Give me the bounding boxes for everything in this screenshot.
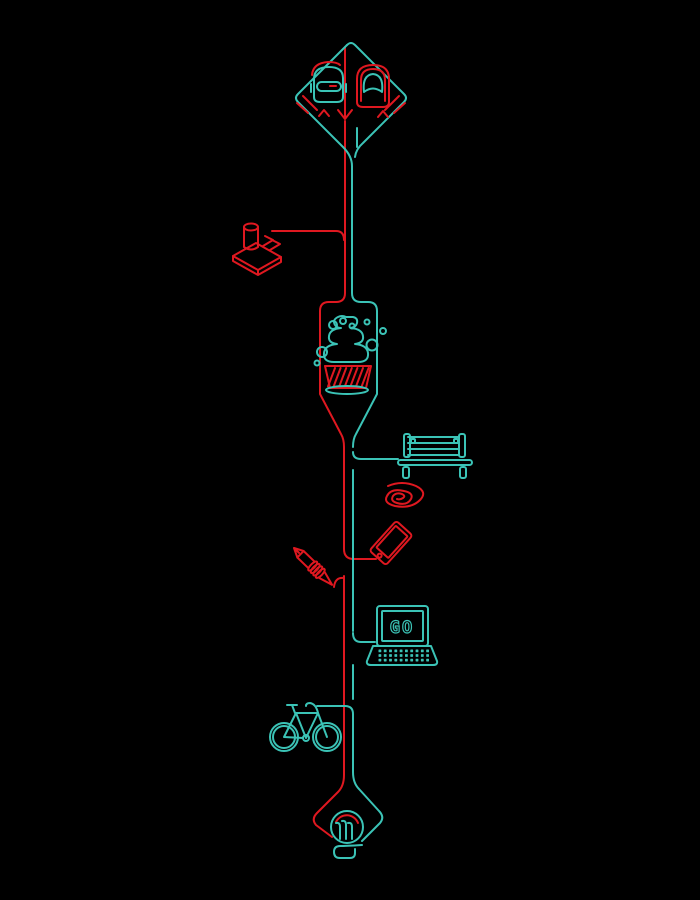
stamp-cylinder-icon: [232, 222, 282, 276]
laptop-screen-text: GO: [390, 618, 414, 638]
red-spine-upper: [319, 120, 377, 560]
laptop-keyboard: [365, 645, 439, 666]
helmet-right-visor: [362, 73, 384, 93]
phone-body: [369, 521, 413, 565]
stamp-branch: [271, 230, 345, 241]
soft-serve-ice-cream-icon: [313, 315, 387, 395]
fountain-pen-icon: [293, 547, 334, 586]
bulb-red-arc: [335, 814, 359, 824]
bike-frame: [283, 712, 328, 739]
tornado-spiral: [385, 482, 425, 508]
down-arrow-head: [337, 109, 353, 120]
robot-helmets-sign-icon: [296, 61, 406, 118]
laptop-keys: [378, 649, 429, 662]
bulb-base: [333, 844, 363, 859]
pen-body: [296, 550, 316, 569]
pen-nib: [293, 547, 305, 559]
pen-branch: [333, 576, 345, 588]
laptop-screen-inner: [381, 610, 424, 642]
red-spine-lower: [312, 575, 345, 838]
bench-branch: [352, 451, 399, 460]
helmet-left-crown: [311, 61, 341, 76]
bench-slats: [407, 436, 460, 456]
bench-seat-bar: [397, 459, 473, 466]
bench-leg-right: [459, 466, 467, 479]
bike-branch-and-spine-lower: [316, 705, 384, 842]
laptop-icon: GO: [365, 605, 439, 666]
pen-tail: [318, 571, 334, 586]
stamp-plate-side: [232, 255, 282, 276]
cup-hatch: [327, 367, 370, 388]
stamp-cylinder-top: [243, 222, 259, 232]
laptop-branch: [352, 632, 376, 643]
pen-coil-4: [314, 567, 326, 579]
sign-chevrons: [296, 95, 406, 118]
bench-post-right: [458, 433, 466, 458]
sign-right-edge: [346, 42, 407, 158]
stamp-cylinder-body: [243, 226, 259, 251]
bench-leg-left: [402, 466, 410, 479]
helmet-left-visor: [316, 81, 342, 92]
bike-seat: [286, 704, 298, 714]
helmet-right-inner: [360, 68, 386, 102]
park-bench-icon: [397, 433, 473, 479]
main-line-teal: [295, 42, 407, 842]
bike-front-wheel: [312, 722, 342, 752]
bike-front-rim: [315, 725, 339, 749]
main-line-red: [271, 46, 377, 838]
bubbles: [313, 317, 387, 367]
bench-knob-left: [410, 438, 416, 444]
bulb-filament: [335, 819, 353, 840]
bike-handlebar: [305, 702, 319, 714]
helmet-left-shell: [313, 66, 344, 103]
bicycle-icon: [269, 702, 342, 752]
smartphone-tornado-icon: [369, 482, 425, 565]
bulb-glass: [330, 810, 364, 844]
bench-knob-right: [453, 438, 459, 444]
phone-home-button: [376, 552, 383, 559]
cup-rim: [325, 385, 369, 395]
light-bulb-icon: [330, 810, 364, 859]
stamp-chevron-2: [269, 239, 281, 251]
smartphone: [369, 521, 413, 565]
helmet-right: [356, 64, 390, 108]
bench-post-left: [403, 433, 411, 458]
helmet-right-shell: [356, 64, 390, 108]
stamp-chevron-1: [262, 235, 274, 247]
phone-screen: [375, 525, 409, 559]
teal-spine-upper: [295, 44, 378, 448]
helmet-left: [310, 61, 347, 103]
